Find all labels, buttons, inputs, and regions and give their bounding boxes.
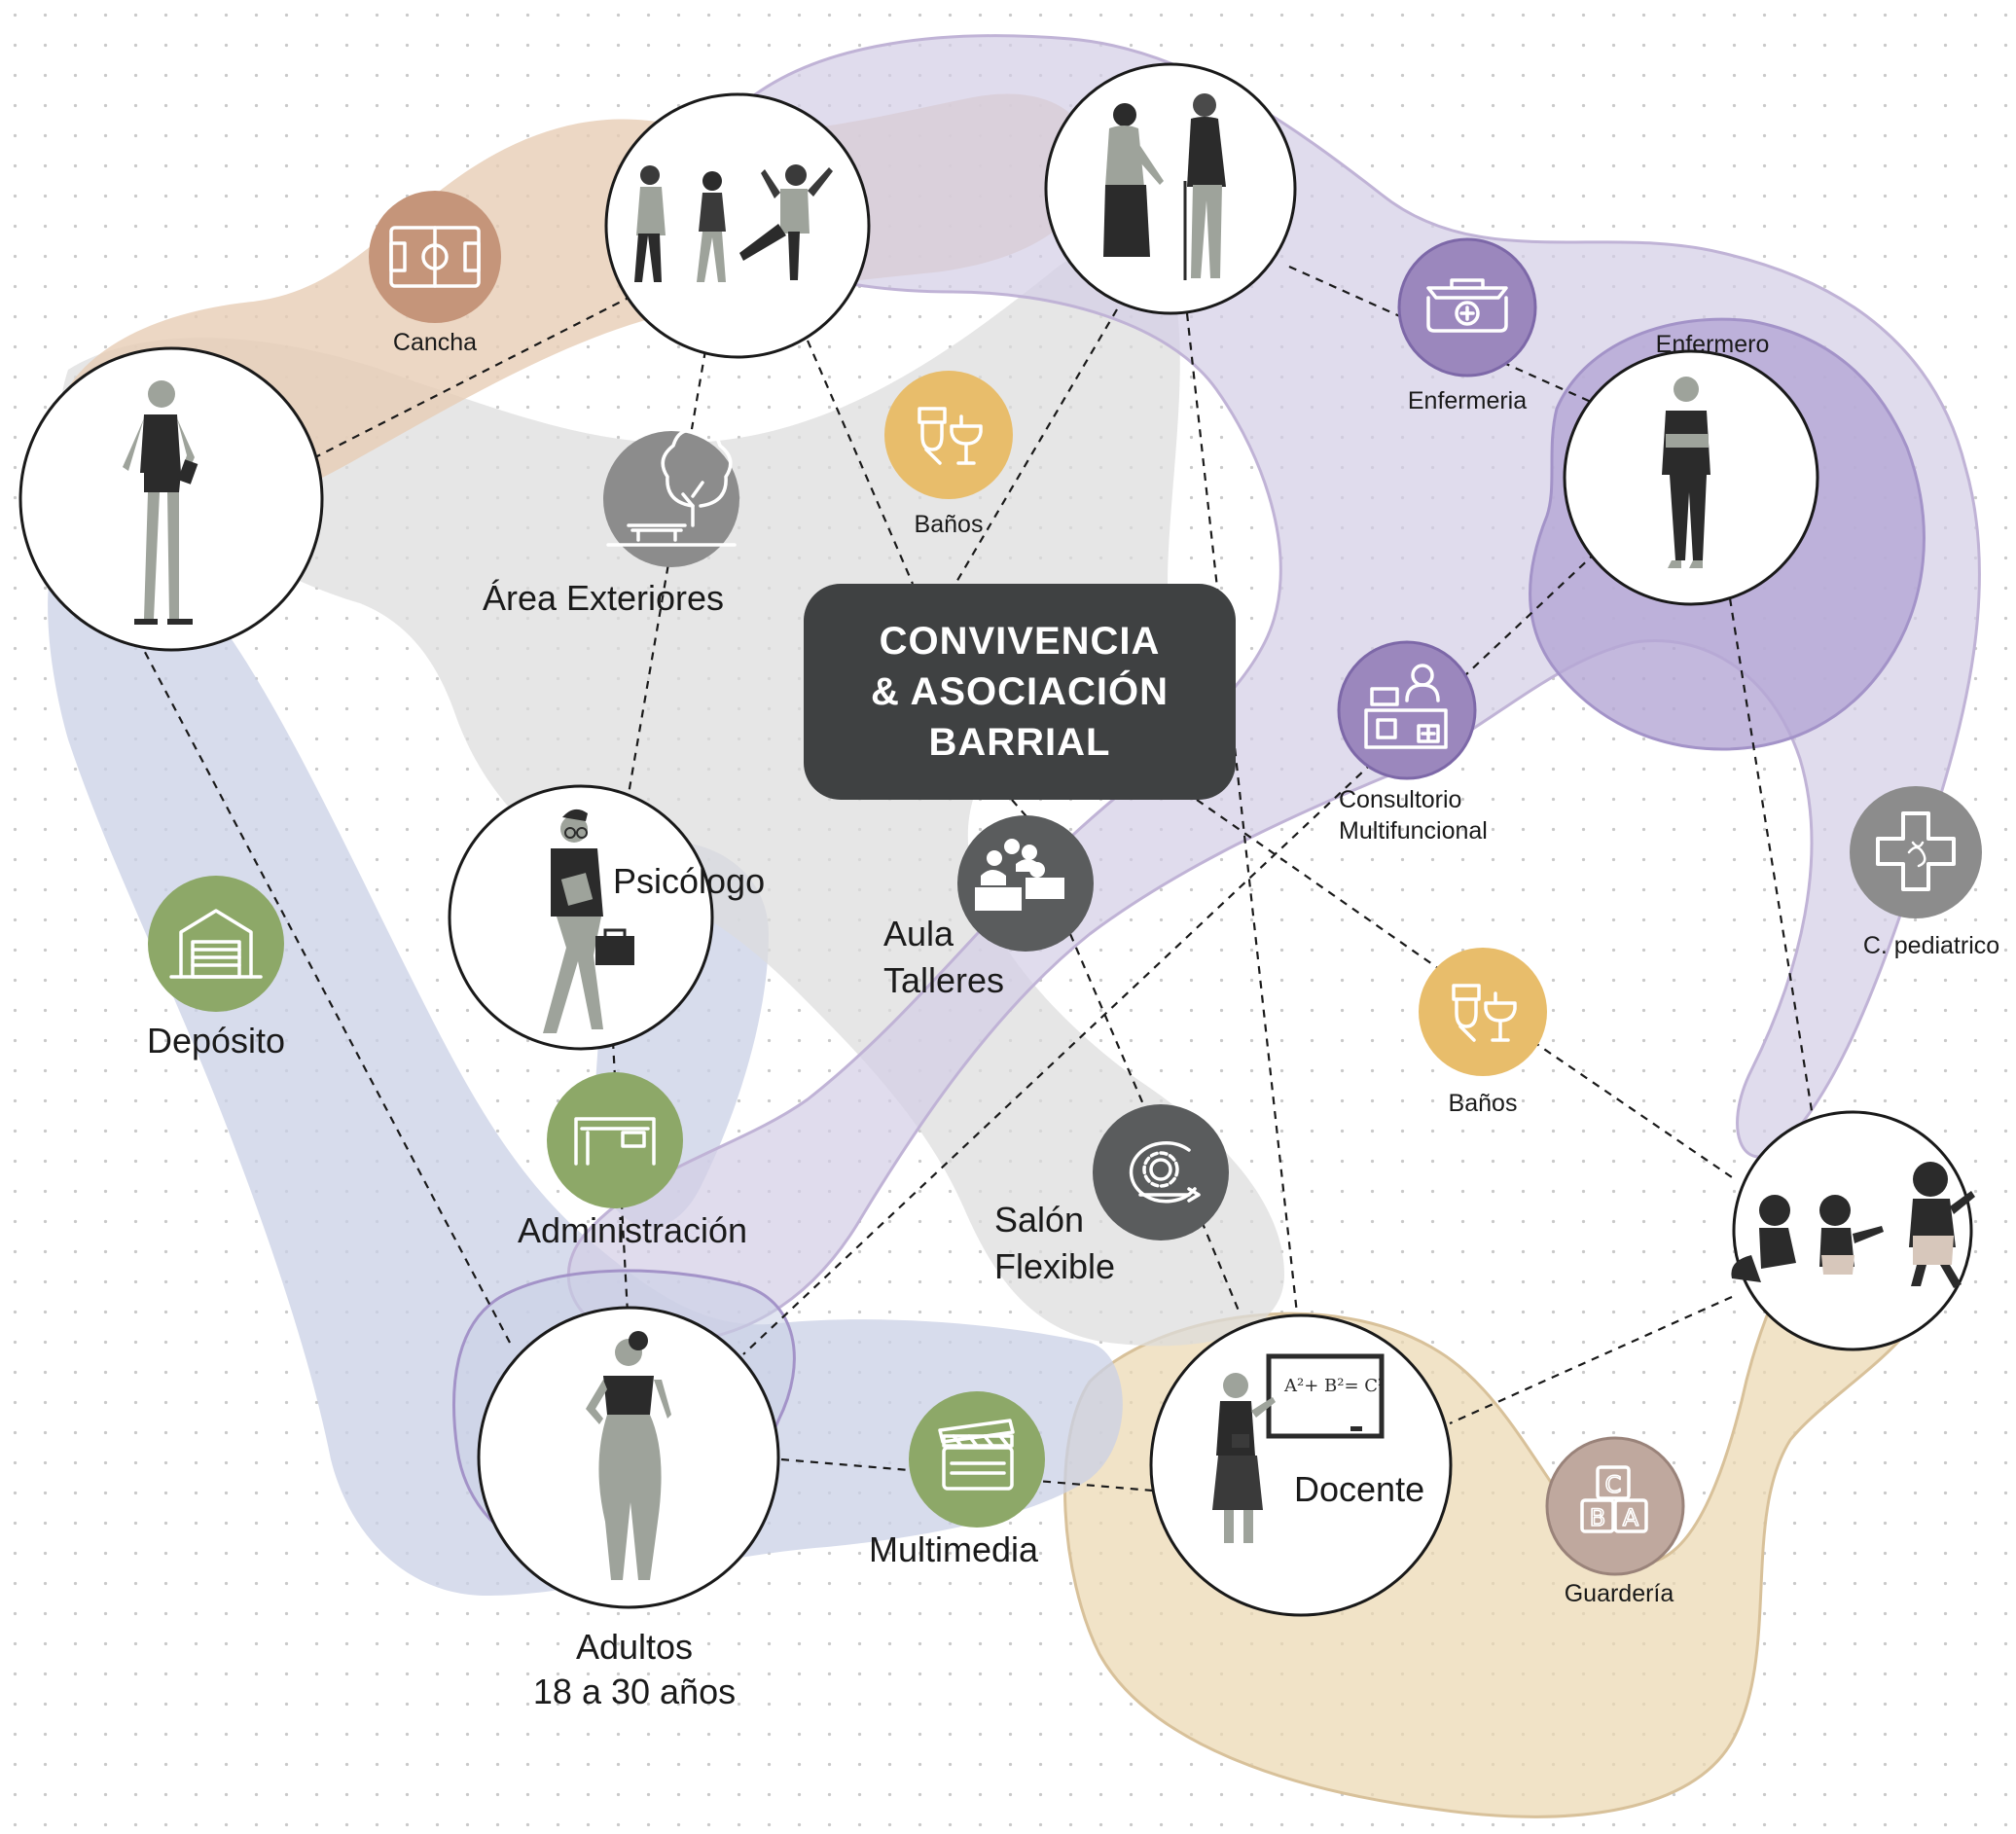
link-mayores-docente	[1185, 312, 1299, 1314]
label-consultorio-line1: Consultorio	[1339, 786, 1462, 813]
space-administracion[interactable]	[547, 1072, 683, 1208]
label-c-pediatrico: C. pediatrico	[1862, 932, 2000, 959]
space-banos-top[interactable]	[884, 371, 1013, 499]
teenagers-icon	[634, 164, 833, 282]
restroom-icon	[1452, 984, 1517, 1042]
psychologist-icon	[543, 809, 634, 1033]
first-aid-kit-icon	[1426, 278, 1508, 333]
label-deposito: Depósito	[146, 1021, 286, 1061]
link-ninos-docente	[1449, 1295, 1733, 1425]
abc-blocks-icon: C B A	[1580, 1465, 1648, 1533]
label-adultos-line1: Adultos	[575, 1627, 694, 1667]
title-line-3: BARRIAL	[928, 721, 1111, 764]
label-psicologo: Psicólogo	[613, 861, 766, 901]
node-jovenes[interactable]	[604, 92, 871, 359]
adult-woman-icon	[586, 1331, 671, 1580]
person-figures: A²+ B²= C²	[123, 93, 1975, 1580]
space-deposito[interactable]	[148, 876, 284, 1012]
flexible-room-icon	[1129, 1141, 1201, 1204]
label-aula-line1: Aula	[883, 914, 954, 953]
garage-icon	[169, 909, 263, 979]
link-jovenes-area	[622, 349, 707, 823]
restroom-icon	[918, 407, 983, 465]
zone-blue	[48, 545, 1123, 1596]
clapperboard-icon	[938, 1419, 1015, 1491]
label-banos-right: Baños	[1448, 1090, 1518, 1117]
zone-gray	[60, 245, 1285, 1347]
label-adultos-line2: 18 a 30 años	[532, 1672, 737, 1711]
link-aula-salon	[1068, 933, 1145, 1105]
svg-text:C: C	[1605, 1471, 1622, 1498]
link-joven-adultos	[137, 638, 511, 1344]
classroom-icon	[975, 839, 1064, 911]
link-centro-banos	[1196, 799, 1446, 974]
elderly-couple-icon	[1103, 93, 1226, 280]
label-enfermero: Enfermero	[1655, 331, 1770, 358]
label-area-exteriores: Área Exteriores	[482, 578, 725, 618]
label-aula-line2: Talleres	[883, 960, 1005, 1000]
medical-cross-icon	[1876, 811, 1956, 891]
label-aula-talleres: Aula Talleres	[883, 911, 1004, 1004]
label-salon-line2: Flexible	[994, 1246, 1116, 1286]
node-adultos-mayores[interactable]	[1044, 62, 1297, 315]
label-adultos: Adultos 18 a 30 años	[533, 1625, 736, 1714]
teacher-icon: A²+ B²= C²	[1212, 1353, 1385, 1543]
label-cancha: Cancha	[392, 329, 478, 356]
label-docente: Docente	[1294, 1469, 1425, 1509]
link-mayores-centro	[954, 308, 1118, 585]
space-c-pediatrico[interactable]	[1850, 786, 1982, 918]
label-banos-top: Baños	[914, 511, 984, 538]
link-jovenes-centro	[806, 340, 915, 585]
link-banos-ninos	[1531, 1040, 1733, 1178]
label-salon-line1: Salón	[994, 1200, 1085, 1240]
link-joven-jovenes	[312, 296, 631, 459]
label-guarderia: Guardería	[1564, 1580, 1674, 1607]
label-salon-flexible: Salón Flexible	[994, 1197, 1115, 1290]
space-banos-right[interactable]	[1419, 948, 1547, 1076]
tree-bench-icon	[606, 428, 737, 547]
label-consultorio: Consultorio Multifuncional	[1339, 784, 1488, 846]
node-ninos[interactable]	[1732, 1110, 1973, 1351]
space-salon-flexible[interactable]	[1093, 1104, 1229, 1241]
label-consultorio-line2: Multifuncional	[1339, 817, 1488, 845]
link-adultos-docente	[780, 1457, 1154, 1492]
svg-text:B: B	[1590, 1504, 1605, 1531]
children-icon	[1731, 1162, 1975, 1288]
link-salon-docente	[1200, 1220, 1242, 1316]
link-centro-aula	[1011, 799, 1032, 823]
soccer-field-icon	[389, 226, 481, 288]
central-title: CONVIVENCIA & ASOCIACIÓN BARRIAL	[804, 584, 1236, 800]
doctor-desk-icon	[1364, 664, 1448, 749]
desk-icon	[574, 1117, 656, 1166]
label-multimedia: Multimedia	[868, 1529, 1039, 1569]
space-icons: C B A	[169, 226, 1956, 1533]
label-administracion: Administración	[517, 1210, 748, 1250]
young-person-icon	[123, 380, 198, 625]
board-text: A²+ B²= C²	[1283, 1376, 1385, 1396]
label-enfermeria: Enfermeria	[1407, 387, 1528, 414]
nurse-icon	[1662, 377, 1710, 568]
space-multimedia[interactable]	[909, 1391, 1045, 1528]
title-line-1: CONVIVENCIA	[879, 620, 1161, 663]
svg-text:A: A	[1623, 1504, 1639, 1531]
title-line-2: & ASOCIACIÓN	[870, 670, 1170, 713]
